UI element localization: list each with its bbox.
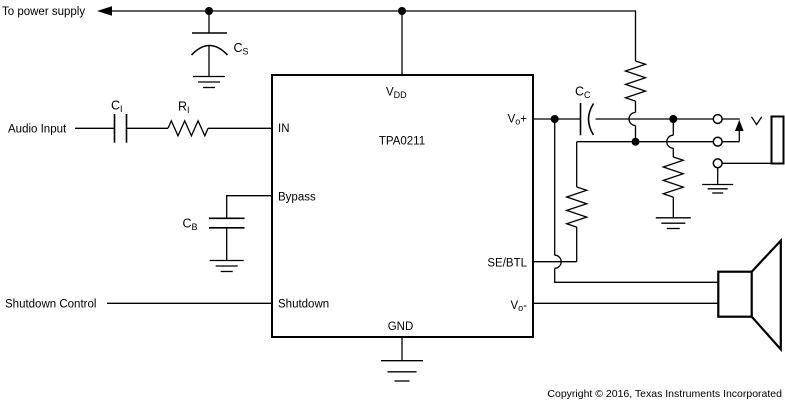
bypass-stub-wire [226, 195, 272, 218]
bypass-cap-cb: CB [183, 195, 272, 273]
vo-plus-branch-wire [554, 268, 718, 283]
pin-label-se-btl: SE/BTL [487, 258, 527, 270]
jack-sleeve-contact [712, 158, 723, 169]
speaker-net [533, 119, 718, 304]
ci-label: CI [111, 99, 123, 115]
ri-zigzag [167, 119, 209, 138]
power-rail-net: To power supply [2, 6, 637, 75]
cb-label: CB [183, 217, 198, 233]
to-power-supply-label: To power supply [2, 6, 85, 18]
vo-plus-net: CC [533, 85, 714, 136]
wire-hop [628, 111, 636, 127]
pin-label-in: IN [278, 123, 290, 135]
ground-symbol [209, 259, 244, 273]
pin-label-vo-minus: Vo- [510, 300, 527, 313]
speaker-body [717, 270, 753, 318]
input-cap-ci: CI [111, 99, 128, 143]
ground-symbol [381, 360, 423, 382]
ground-symbol [655, 217, 691, 230]
jack-break-chevron-icon [750, 116, 763, 126]
speaker [717, 237, 782, 353]
to-power-supply-arrow-icon [97, 6, 112, 16]
input-resistor-ri: RI [167, 100, 209, 138]
jack-body [770, 115, 785, 165]
jack-switch-arrow-icon [735, 119, 744, 131]
pulldown-resistor-zigzag [661, 156, 686, 198]
ic-part-number: TPA0211 [379, 136, 425, 148]
cs-curved-plate [190, 44, 229, 56]
pin-label-gnd: GND [388, 321, 414, 333]
wire-hop [666, 134, 674, 149]
jack-ring-contact [712, 136, 723, 147]
wire-hop [554, 254, 562, 269]
supply-cap-cs: CS [190, 11, 249, 89]
ground-symbol [702, 183, 734, 194]
copyright-text: Copyright © 2016, Texas Instruments Inco… [547, 388, 782, 400]
ground-symbol [193, 75, 225, 89]
pin-label-bypass: Bypass [278, 192, 316, 204]
coupling-cap-cc: CC [575, 85, 595, 136]
cc-curved-plate [587, 103, 595, 136]
pin-label-vo-plus: Vo+ [508, 114, 528, 127]
headphone-jack [702, 113, 785, 194]
ring-sense-net [533, 137, 714, 263]
sebtl-resistor-zigzag [564, 186, 589, 228]
ic-tpa0211: VDD TPA0211 IN Bypass Shutdown GND Vo+ S… [271, 74, 534, 338]
pin-label-shutdown: Shutdown [278, 299, 329, 311]
power-rail-wire [112, 10, 637, 61]
jack-tip-contact [712, 113, 723, 125]
pullup-resistor [623, 60, 648, 142]
sebtl-resistor [564, 141, 589, 262]
gnd-net [381, 337, 423, 382]
pin-label-vdd: VDD [386, 87, 407, 101]
speaker-cone [750, 237, 782, 353]
junction-dot [631, 137, 640, 146]
ic-body [271, 74, 534, 338]
audio-input-net: Audio Input CI RI [8, 99, 272, 143]
shutdown-control-label: Shutdown Control [5, 299, 96, 311]
audio-input-label: Audio Input [8, 124, 67, 136]
pullup-resistor-zigzag [623, 60, 648, 102]
pulldown-resistor [655, 119, 691, 230]
cs-label: CS [234, 41, 249, 57]
ri-label: RI [178, 100, 190, 116]
cc-label: CC [575, 85, 591, 101]
shutdown-net: Shutdown Control [5, 299, 272, 311]
